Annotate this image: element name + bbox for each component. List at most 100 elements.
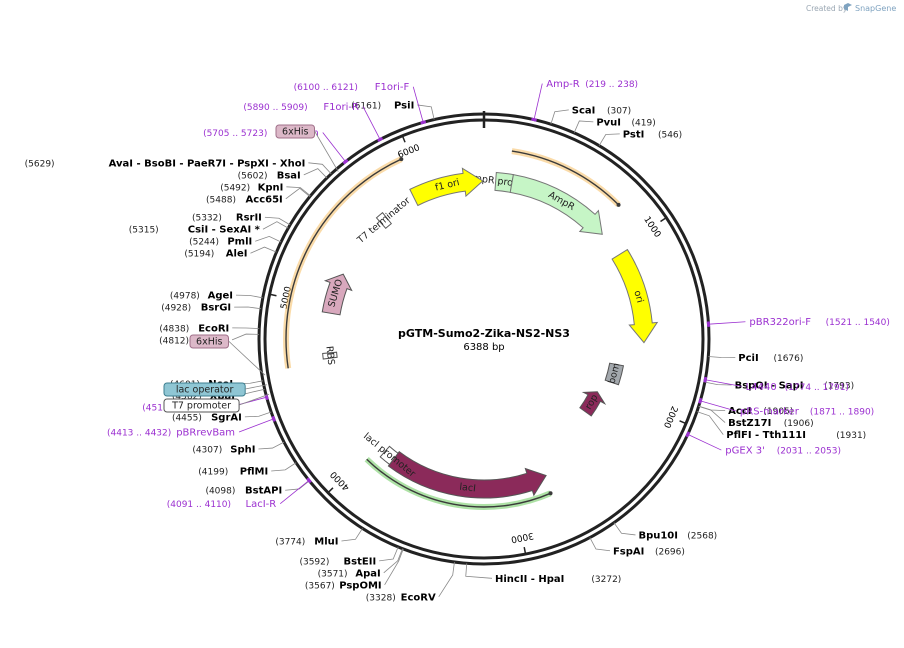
site-position: (1793) xyxy=(824,381,854,391)
orf-left-head xyxy=(399,157,404,162)
site-name: AgeI xyxy=(208,291,233,302)
site-position: (6161) xyxy=(351,101,381,111)
boxed-label: 6xHis xyxy=(196,337,222,348)
site-position: (5602) xyxy=(238,171,268,181)
primer-pgex-3: pGEX 3'(2031 .. 2053) xyxy=(685,431,841,457)
site-name: BstAPI xyxy=(245,486,282,497)
site-pspomi: PspOMI(3567) xyxy=(305,548,404,591)
site-pmli: PmlI (5244) xyxy=(189,235,282,248)
primer-amp-r: Amp-R(219 .. 238) xyxy=(531,79,638,122)
site-name: PmlI xyxy=(227,237,252,248)
site-leader xyxy=(255,235,282,243)
primer-mark xyxy=(698,397,703,404)
site-leader xyxy=(573,120,594,133)
site-name: BsaI xyxy=(277,170,301,181)
feature-ampr xyxy=(509,174,603,235)
site-name: ScaI xyxy=(572,105,596,116)
site-position: (2696) xyxy=(655,547,685,557)
site-leader xyxy=(698,405,726,423)
boxed-leader xyxy=(238,393,270,406)
site-leader xyxy=(696,411,724,435)
primer-leader xyxy=(362,106,381,140)
site-position: (5194) xyxy=(184,250,214,260)
feature-label-bom: bom xyxy=(606,362,622,385)
site-bstapi: BstAPI (4098) xyxy=(205,480,310,497)
primer-name: L4440 xyxy=(746,382,777,393)
site-name: CsiI - SexAI * xyxy=(188,225,261,236)
primer-name: Amp-R xyxy=(546,79,580,90)
site-bsrgi: BsrGI (4928) xyxy=(161,303,262,314)
tick-1000 xyxy=(660,217,667,223)
site-leader xyxy=(258,441,285,450)
site-name: EcoRI xyxy=(198,323,229,334)
site-position: (5492) xyxy=(220,183,250,193)
site-pvui: PvuI(419) xyxy=(573,117,656,133)
site-psii: PsiI (6161) xyxy=(351,100,435,120)
site-position: (5332) xyxy=(192,214,222,224)
feature-laci xyxy=(387,450,547,499)
primer-leader xyxy=(412,86,424,123)
primer-name: pBR322ori-F xyxy=(749,317,811,328)
primer-leader xyxy=(708,321,746,325)
restriction-sites: ScaI(307)PvuI(419)PstI(546)PciI(1676)Bsp… xyxy=(25,100,867,603)
orf-arcs xyxy=(283,148,621,510)
site-position: (3592) xyxy=(299,557,329,567)
primer-name: F1ori-R xyxy=(323,102,359,113)
site-leader xyxy=(232,327,260,330)
site-leader xyxy=(231,333,260,341)
site-leader xyxy=(286,186,311,197)
site-fspai: FspAI(2696) xyxy=(589,537,685,557)
site-position: (4928) xyxy=(161,304,191,314)
primer-pbrrevbam: pBRrevBam(4413 .. 4432) xyxy=(107,415,277,439)
primer-range: (2031 .. 2053) xyxy=(777,447,841,457)
feature-sumo xyxy=(321,273,353,316)
backbone xyxy=(257,111,711,566)
site-name: PstI xyxy=(623,129,645,140)
site-name: BstEII xyxy=(344,556,377,567)
site-leader xyxy=(271,462,297,472)
feature-label-ori: ori xyxy=(631,289,645,304)
orf-top xyxy=(511,150,619,206)
primer-leader xyxy=(279,480,310,504)
boxed-leader xyxy=(245,384,267,390)
site-position: (4307) xyxy=(192,445,222,455)
site-bpu10i: Bpu10I(2568) xyxy=(613,522,717,541)
site-position: (3272) xyxy=(591,575,621,585)
site-position: (4098) xyxy=(205,487,235,497)
primer-leader xyxy=(322,132,346,162)
site-leader xyxy=(236,294,263,299)
site-position: (5244) xyxy=(189,238,219,248)
primer-f1ori-r: F1ori-R(5890 .. 5909) xyxy=(243,102,384,142)
site-name: PsiI xyxy=(394,100,414,111)
tick-4000 xyxy=(327,487,334,494)
plasmid-name: pGTM-Sumo2-Zika-NS2-NS3 xyxy=(398,327,570,340)
site-name: HincII - HpaI xyxy=(495,574,564,585)
site-leader xyxy=(589,537,611,552)
site-position: (419) xyxy=(632,118,656,128)
tick-label-3000: 3000 xyxy=(510,530,535,544)
feature-ori xyxy=(611,248,659,344)
primer-mark xyxy=(420,120,427,125)
site-position: (3571) xyxy=(318,569,348,579)
credit-brand: SnapGene xyxy=(855,4,896,13)
site-position: (307) xyxy=(607,106,631,116)
site-name: KpnI xyxy=(258,182,284,193)
site-leader xyxy=(550,109,569,125)
boxed-lac-operator: lac operator xyxy=(163,382,267,397)
site-name: BsrGI xyxy=(201,303,231,314)
orf-bottom-head xyxy=(548,491,553,496)
site-leader xyxy=(264,216,291,226)
boxed-label: 6xHis xyxy=(282,127,308,138)
primer-mark xyxy=(271,415,277,422)
site-mlui: MluI(3774) xyxy=(275,528,363,547)
site-leader xyxy=(262,221,289,230)
primer-leader xyxy=(700,400,737,412)
site-leader xyxy=(704,381,732,386)
site-leader xyxy=(250,246,277,254)
primer-name: pRS-marker xyxy=(740,406,800,417)
site-leader xyxy=(613,522,636,536)
boxed-leader xyxy=(314,130,339,172)
site-position: (4199) xyxy=(198,467,228,477)
primers: Amp-R(219 .. 238)pBR322ori-F(1521 .. 154… xyxy=(107,79,890,510)
